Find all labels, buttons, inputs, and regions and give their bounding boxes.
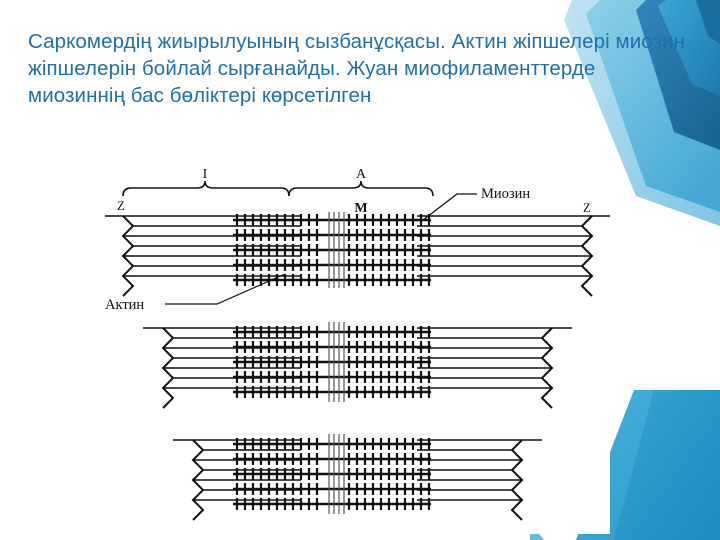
myosin-filaments bbox=[233, 326, 431, 398]
sarcomere-diagram-svg: I A M Миозин Z Z Актин bbox=[105, 152, 610, 534]
slide-title-block: Саркомердің жиырылуының сызбанұсқасы. Ак… bbox=[28, 28, 688, 109]
a-band-brace bbox=[288, 180, 434, 197]
actin-filaments-right bbox=[417, 215, 610, 277]
z-line-label-left: Z bbox=[117, 199, 125, 213]
band-annotations: I A M Миозин Z Z Актин bbox=[105, 167, 591, 313]
page-title: Саркомердің жиырылуының сызбанұсқасы. Ак… bbox=[28, 30, 691, 107]
actin-label: Актин bbox=[105, 297, 144, 313]
myosin-leader-line bbox=[422, 193, 477, 221]
sarcomere-row-relaxed bbox=[105, 212, 610, 297]
i-band-brace bbox=[122, 180, 290, 197]
sarcomere-row-partially-contracted bbox=[143, 322, 572, 409]
myosin-filaments bbox=[233, 438, 431, 510]
i-band-label: I bbox=[203, 167, 208, 182]
a-band-label: A bbox=[356, 167, 367, 182]
sarcomere-diagram-figure: I A M Миозин Z Z Актин bbox=[105, 152, 610, 534]
myosin-filaments bbox=[233, 214, 431, 286]
m-line-bars bbox=[328, 322, 345, 402]
m-line-bars bbox=[328, 434, 345, 514]
actin-filaments-right bbox=[417, 439, 542, 501]
sarcomere-row-fully-contracted bbox=[173, 434, 542, 521]
actin-filaments-right bbox=[417, 327, 572, 389]
m-line-bars bbox=[328, 212, 345, 288]
m-line-label: M bbox=[354, 201, 367, 216]
z-line-label-right: Z bbox=[583, 201, 591, 215]
myosin-label: Миозин bbox=[481, 186, 530, 202]
actin-leader-line bbox=[165, 273, 286, 305]
